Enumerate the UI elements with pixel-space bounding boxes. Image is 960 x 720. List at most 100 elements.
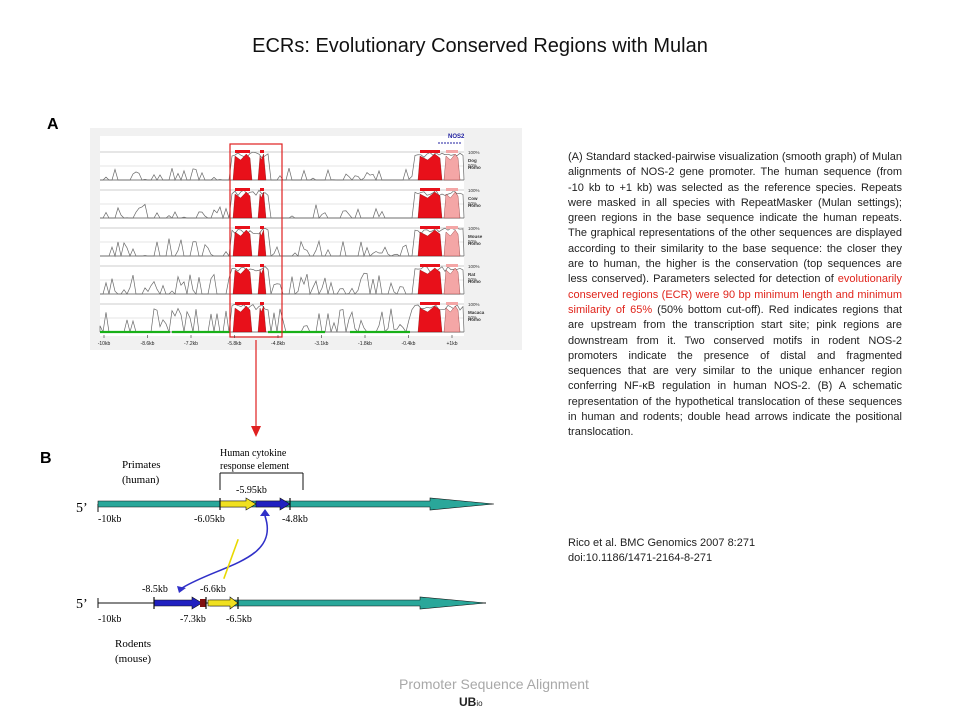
ecr-upstream-marker [235, 302, 250, 305]
panel-a-label: A [47, 116, 59, 133]
caption-highlight: evolutionarily conserved regions (ECR) w… [568, 273, 902, 316]
ecr-downstream-marker [446, 150, 458, 153]
human-blue-motif [255, 497, 291, 511]
track-top-pct: 100% [468, 226, 480, 231]
ecr-downstream-marker [446, 302, 458, 305]
human-yellow-motif [219, 497, 257, 511]
mouse-yellow-motif [207, 596, 239, 610]
track-top-pct: 100% [468, 150, 480, 155]
ecr-upstream-marker [420, 150, 440, 153]
ecr-upstream [232, 153, 253, 181]
track-mid-pct: 50% [468, 277, 477, 282]
mouse-label-a: -8.5kb [142, 584, 168, 595]
ecr-upstream-marker [420, 188, 440, 191]
axis-tick-label: -7.2kb [184, 341, 198, 347]
mouse-label-c: -7.3kb [180, 614, 206, 625]
primates-sublabel: (human) [122, 474, 160, 486]
human-label-top: -5.95kb [236, 485, 267, 496]
ecr-upstream [417, 191, 443, 219]
caption-part-1: (A) Standard stacked-pairwise visualizat… [568, 151, 902, 286]
track-top-pct: 100% [468, 188, 480, 193]
rodents-label: Rodents [115, 638, 151, 650]
logo-sub: io [476, 699, 483, 708]
ecr-upstream-marker [260, 264, 264, 267]
track-ref: Homo [468, 241, 481, 246]
kb-axis: -10kb -8.6kb -7.2kb -5.8kb -4.8kb -3.1kb -1.8k… [98, 335, 458, 347]
axis-tick-label: -1.8kb [358, 341, 372, 347]
ecr-upstream-marker [260, 302, 264, 305]
track-species: Dog [468, 158, 477, 163]
axis-tick-label: -10kb [98, 341, 111, 347]
track-species: Cow [468, 196, 478, 201]
ecr-upstream [232, 267, 253, 295]
human-sequence-arrow [97, 497, 495, 511]
ecr-downstream [443, 191, 461, 219]
ecr-upstream [257, 229, 267, 257]
mouse-blue-motif [153, 596, 203, 610]
track-mid-pct: 50% [468, 239, 477, 244]
axis-tick-label: -3.1kb [315, 341, 329, 347]
axis-tick-label: -5.8kb [228, 341, 242, 347]
track-mid-pct: 50% [468, 315, 477, 320]
citation-line-1: Rico et al. BMC Genomics 2007 8:271 [568, 537, 756, 549]
gene-label: NOS2 [448, 134, 465, 140]
human-five-prime: 5’ [76, 501, 88, 516]
element-label: Human cytokine [220, 448, 287, 459]
ecr-downstream [443, 305, 461, 333]
mouse-sequence-arrow [209, 596, 487, 610]
primates-label: Primates [122, 459, 161, 471]
ecr-upstream-marker [235, 188, 250, 191]
blue-translocation-arrow [181, 515, 268, 589]
axis-tick-label: -0.4kb [402, 341, 416, 347]
mulan-alignment-figure: 100%DogHomo50%100%CowHomo50%100%MouseHom… [90, 128, 522, 350]
ecr-upstream-marker [235, 264, 250, 267]
link-arrow [251, 340, 261, 437]
track-top-pct: 100% [468, 264, 480, 269]
blue-arrow-head-bottom [177, 586, 186, 593]
similarity-trace [100, 227, 465, 258]
ecr-upstream [232, 305, 253, 333]
ecr-upstream [417, 153, 443, 181]
track-ref: Homo [468, 279, 481, 284]
ecr-upstream-marker [420, 226, 440, 229]
ecr-upstream-marker [260, 226, 264, 229]
caption-part-2: (50% bottom cut-off). Red indicates regi… [568, 303, 903, 439]
similarity-trace [100, 265, 465, 296]
ecr-downstream-marker [446, 188, 458, 191]
track-ref: Homo [468, 203, 481, 208]
slide-title: ECRs: Evolutionary Conserved Regions wit… [252, 35, 708, 57]
track-mid-pct: 50% [468, 163, 477, 168]
ecr-upstream-marker [260, 188, 264, 191]
blue-arrow-head-top [260, 509, 270, 516]
panel-b-label: B [40, 450, 52, 467]
similarity-trace [100, 189, 465, 220]
ecr-downstream-marker [446, 226, 458, 229]
mouse-label-b: -6.6kb [200, 584, 226, 595]
ecr-upstream [232, 229, 253, 257]
ecr-upstream-marker [420, 264, 440, 267]
track-species: Rat [468, 272, 476, 277]
citation-line-2: doi:10.1186/1471-2164-8-271 [568, 552, 713, 564]
track-top-pct: 100% [468, 302, 480, 307]
translocation-schematic: Primates (human) Human cytokine response… [76, 448, 495, 665]
axis-tick-label: -8.6kb [141, 341, 155, 347]
ecr-upstream-marker [235, 226, 250, 229]
track-species: Macaca [468, 310, 485, 315]
track-mid-pct: 50% [468, 201, 477, 206]
mouse-dark-red-block [200, 599, 206, 607]
ecr-upstream [232, 191, 253, 219]
track-ref: Homo [468, 165, 481, 170]
mouse-five-prime: 5’ [76, 597, 88, 612]
mouse-label-d: -6.5kb [226, 614, 252, 625]
ecr-upstream [417, 267, 443, 295]
highlight-box [229, 143, 283, 338]
ecr-upstream [417, 229, 443, 257]
rodents-sublabel: (mouse) [115, 653, 151, 665]
track-ref: Homo [468, 317, 481, 322]
ecr-upstream [257, 191, 267, 219]
footer-text: Promoter Sequence Alignment [399, 676, 589, 692]
ecr-upstream [257, 267, 267, 295]
axis-tick-label: -4.8kb [271, 341, 285, 347]
ecr-upstream-marker [420, 302, 440, 305]
logo-main: UB [459, 695, 477, 709]
